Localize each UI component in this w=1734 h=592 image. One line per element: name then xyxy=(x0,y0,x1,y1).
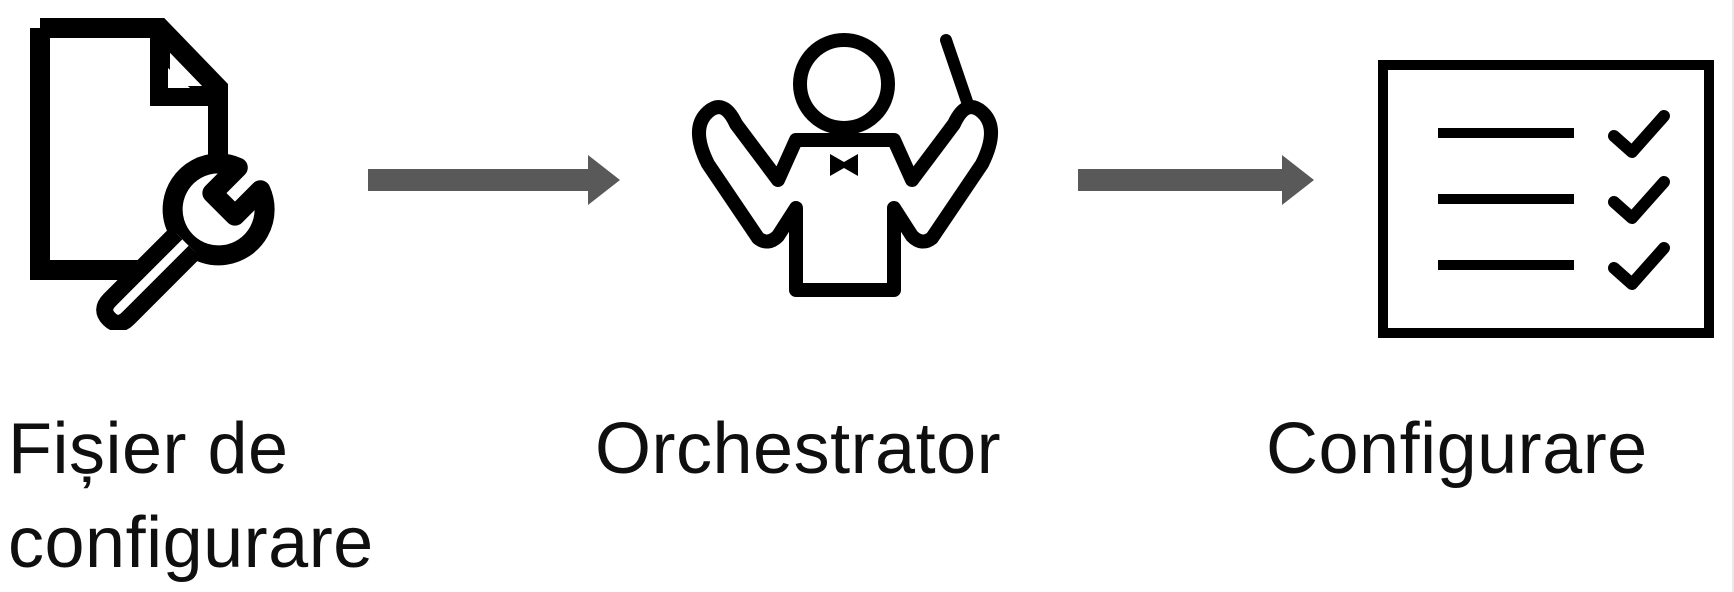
right-edge-divider xyxy=(1732,0,1734,592)
node-label-configuration: Configurare xyxy=(1266,409,1648,489)
flow-arrow-1 xyxy=(368,155,620,205)
node-label-config-file-line-2: configurare xyxy=(8,503,374,583)
node-label-orchestrator: Orchestrator xyxy=(595,409,1002,489)
checklist-icon xyxy=(1378,60,1714,338)
file-wrench-icon xyxy=(30,18,275,330)
flow-arrow-2 xyxy=(1078,155,1314,205)
node-label-config-file-line-1: Fișier de xyxy=(8,409,289,489)
conductor-icon xyxy=(692,33,998,297)
